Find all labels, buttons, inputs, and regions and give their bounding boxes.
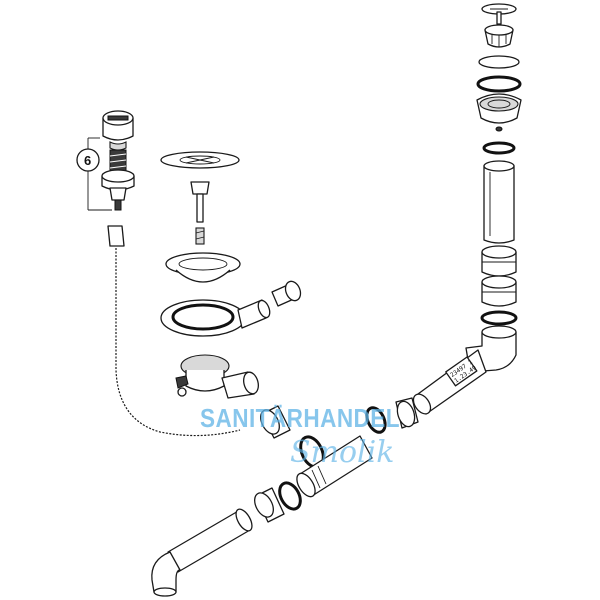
bowden-cable	[107, 225, 241, 437]
overflow-screw-cap	[481, 3, 517, 25]
seal-ring-lower	[278, 481, 302, 511]
overflow-rings	[476, 55, 522, 93]
union-nut-left	[260, 405, 291, 439]
spindle-spring	[195, 227, 205, 245]
threaded-pipe	[296, 435, 373, 498]
overflow-tube	[483, 160, 515, 244]
overflow-pipe	[412, 349, 487, 415]
callout-bracket: 6	[76, 137, 112, 211]
watermark-script: Smolik	[290, 435, 394, 470]
sink-flange	[160, 299, 271, 337]
remote-control-base-nut	[101, 169, 135, 211]
overflow-union-nut-bottom	[481, 275, 517, 307]
strainer-plate	[160, 151, 240, 169]
union-nut-lower	[254, 487, 285, 523]
overflow-adapter	[271, 280, 302, 307]
watermark-brand: SANITÄRHANDEL	[200, 403, 400, 433]
drain-body	[175, 354, 259, 399]
long-outlet-pipe	[167, 508, 253, 573]
watermark: SANITÄRHANDEL Smolik	[200, 403, 400, 470]
strainer-basket	[165, 252, 241, 283]
strainer-spindle	[190, 181, 210, 223]
overflow-housing	[476, 93, 522, 132]
overflow-strainer	[484, 24, 514, 48]
overflow-gasket	[480, 310, 518, 326]
overflow-seal-ring	[482, 141, 516, 155]
union-nut-right	[395, 397, 419, 429]
remote-control-knob	[102, 110, 134, 151]
outlet-elbow	[151, 551, 181, 597]
seal-ring-right	[365, 406, 387, 434]
remote-control-spring	[109, 149, 127, 175]
overflow-union-nut-top	[481, 245, 517, 277]
callout-number-6: 6	[84, 153, 91, 168]
